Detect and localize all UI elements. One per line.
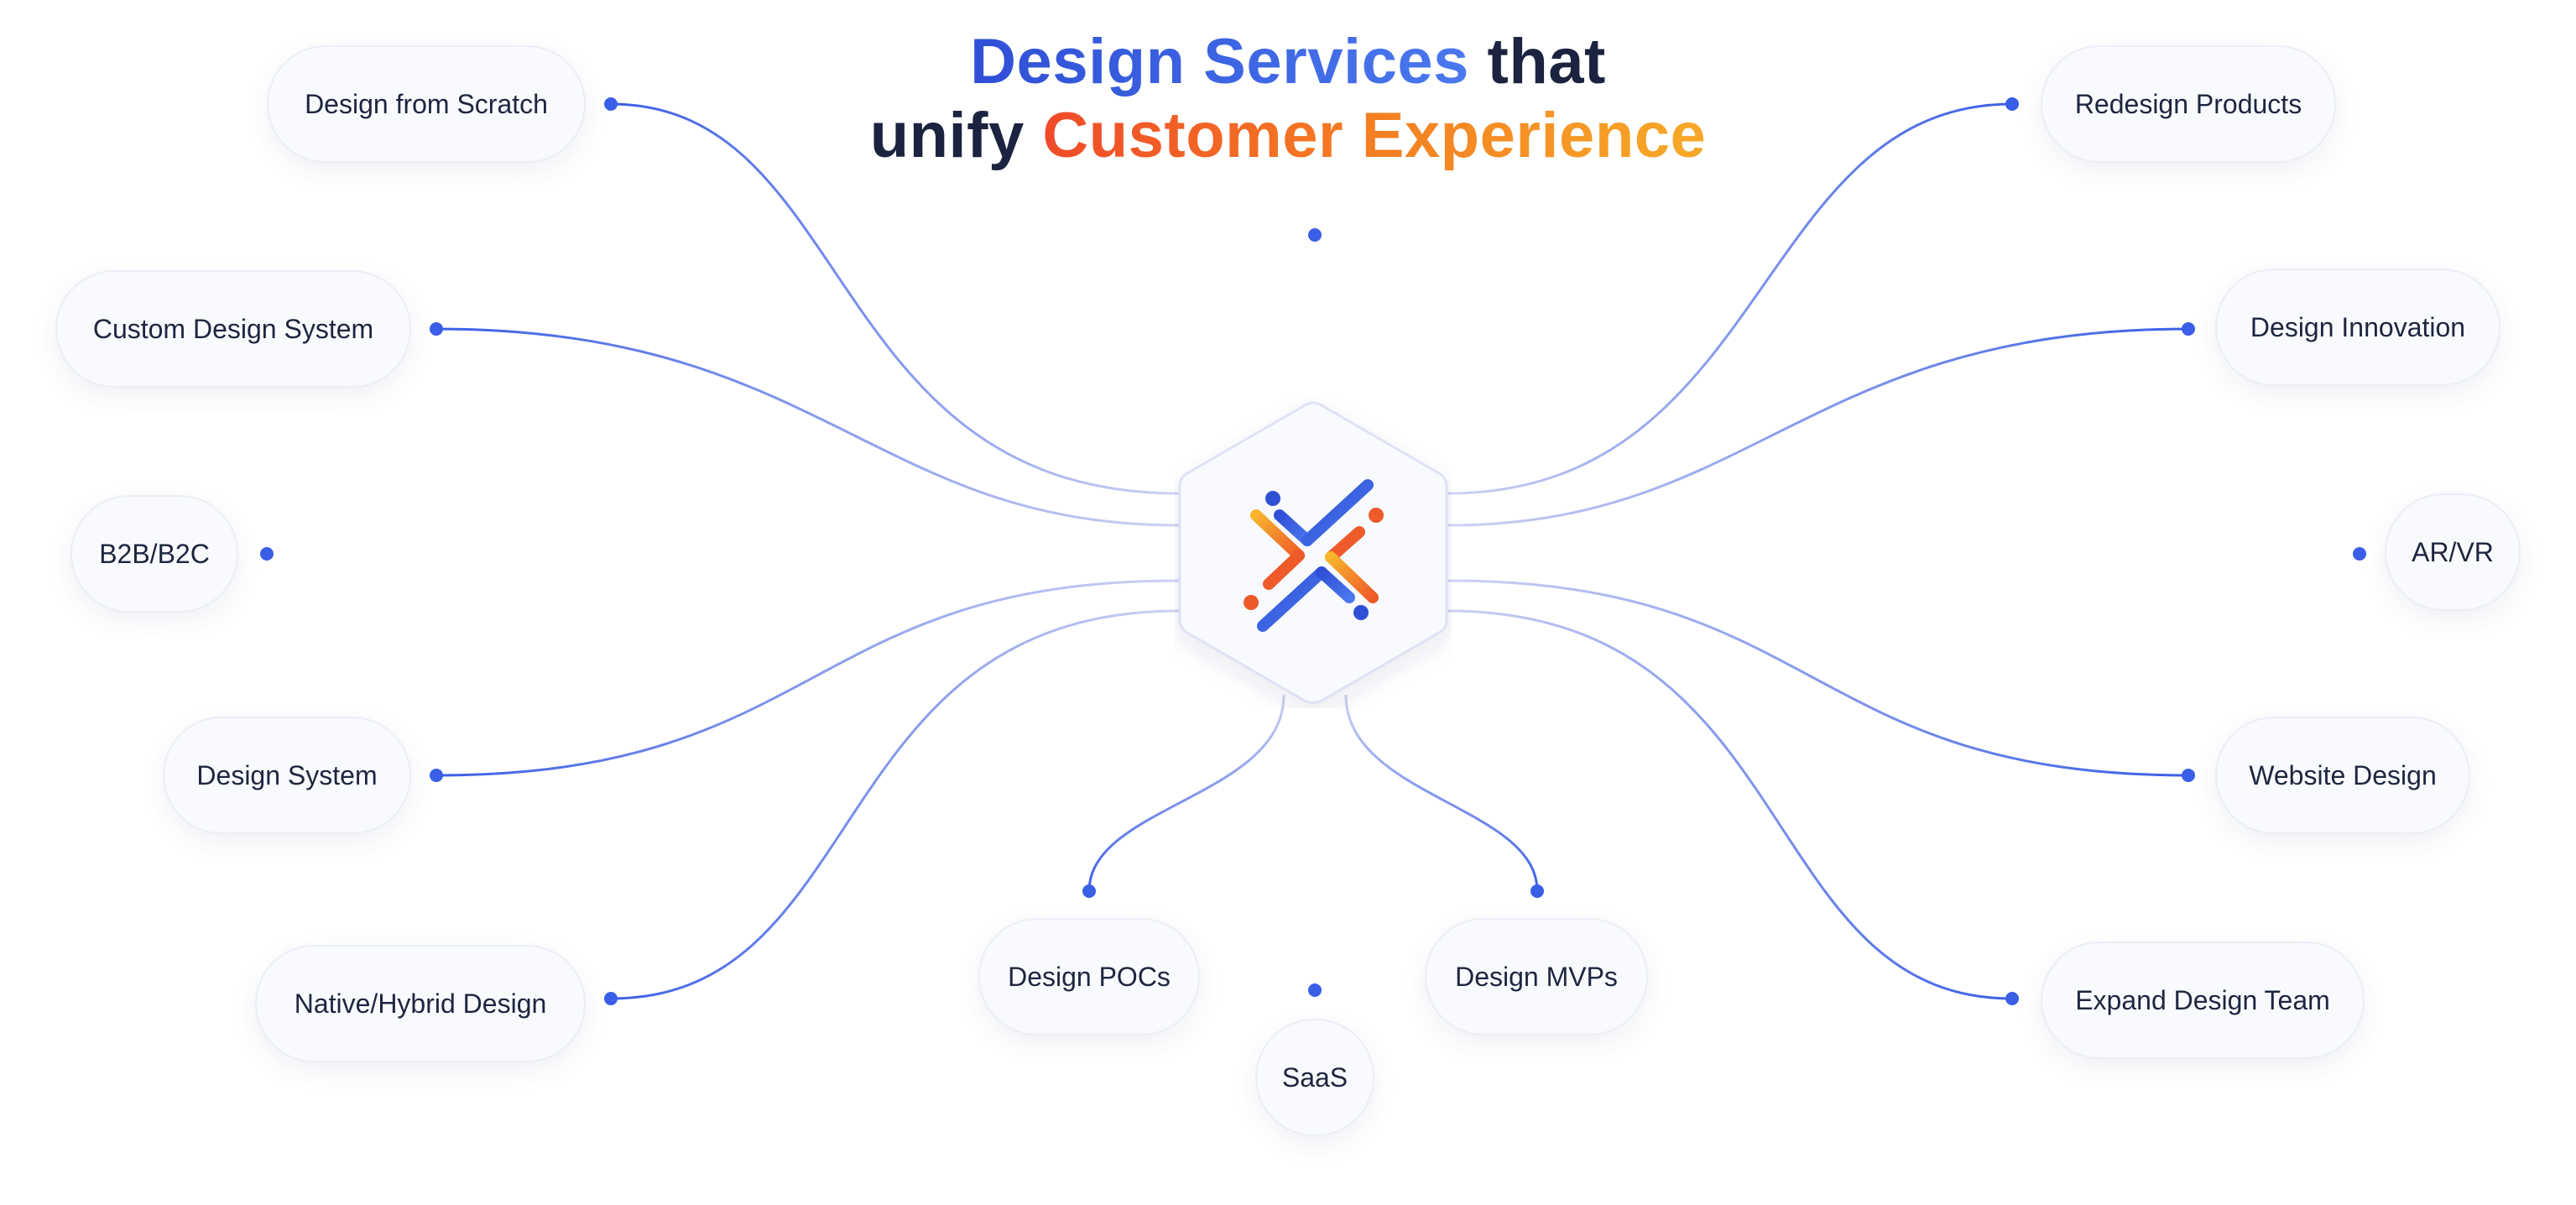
service-label: AR/VR — [2412, 536, 2494, 567]
service-label: Design System — [196, 759, 378, 790]
service-label: Redesign Products — [2074, 88, 2302, 119]
service-label: SaaS — [1281, 1062, 1348, 1093]
dot-design-from-scratch — [604, 97, 618, 111]
service-design-system: Design System — [163, 717, 411, 834]
service-design-pocs: Design POCs — [978, 918, 1200, 1035]
connector-design-pocs — [1087, 694, 1285, 892]
service-expand-design-team: Expand Design Team — [2041, 942, 2365, 1059]
dot-native-hybrid-design — [604, 992, 618, 1005]
dot-design-pocs — [1082, 884, 1096, 898]
dot-custom-design-system — [430, 322, 443, 336]
service-website-design: Website Design — [2215, 717, 2470, 834]
connector-website-design — [1447, 579, 2189, 777]
title-text: unify — [869, 100, 1043, 171]
service-label: Design MVPs — [1455, 961, 1618, 992]
service-label: Expand Design Team — [2075, 984, 2330, 1015]
dot-design-mvps — [1530, 884, 1544, 898]
connector-design-system — [435, 579, 1180, 777]
title-text: that — [1468, 26, 1606, 97]
service-saas: SaaS — [1255, 1019, 1374, 1136]
connector-design-innovation — [1447, 327, 2189, 527]
dot-saas — [1308, 983, 1322, 997]
service-native-hybrid-design: Native/Hybrid Design — [255, 945, 586, 1062]
dot-website-design — [2182, 769, 2195, 782]
dot-b2b-b2c — [260, 547, 274, 561]
dot-expand-design-team — [2005, 992, 2019, 1005]
hexagon-badge — [1178, 401, 1448, 704]
service-label: Custom Design System — [92, 313, 374, 344]
connector-design-from-scratch — [610, 102, 1180, 495]
service-design-from-scratch: Design from Scratch — [267, 45, 586, 163]
connector-native-hybrid-design — [610, 609, 1180, 1000]
service-b2b-b2c: B2B/B2C — [70, 495, 238, 613]
center-hub — [1175, 398, 1452, 708]
title-highlight-orange: Customer Experience — [1042, 100, 1707, 171]
connector-redesign-products — [1447, 102, 2013, 495]
service-ar-vr: AR/VR — [2385, 493, 2521, 611]
service-label: Website Design — [2249, 759, 2437, 790]
dot-design-innovation — [2182, 322, 2195, 336]
service-label: Design Innovation — [2250, 311, 2466, 342]
dot-ar-vr — [2353, 547, 2366, 561]
service-redesign-products: Redesign Products — [2041, 45, 2336, 163]
connector-design-mvps — [1344, 694, 1539, 892]
service-label: Native/Hybrid Design — [294, 988, 547, 1019]
page-title: Design Services that unify Customer Expe… — [0, 25, 2576, 173]
connector-custom-design-system — [435, 327, 1180, 527]
dot-top — [1308, 228, 1322, 242]
service-label: Design POCs — [1008, 961, 1171, 992]
dot-redesign-products — [2005, 97, 2019, 111]
service-custom-design-system: Custom Design System — [55, 270, 411, 388]
dot-design-system — [430, 769, 443, 782]
service-label: Design from Scratch — [305, 88, 548, 119]
x-cross-logo-icon — [1244, 479, 1384, 632]
service-design-innovation: Design Innovation — [2215, 269, 2500, 386]
connector-expand-design-team — [1447, 609, 2013, 1000]
service-label: B2B/B2C — [99, 538, 210, 569]
title-highlight-blue: Design Services — [970, 26, 1469, 97]
service-design-mvps: Design MVPs — [1425, 918, 1648, 1035]
